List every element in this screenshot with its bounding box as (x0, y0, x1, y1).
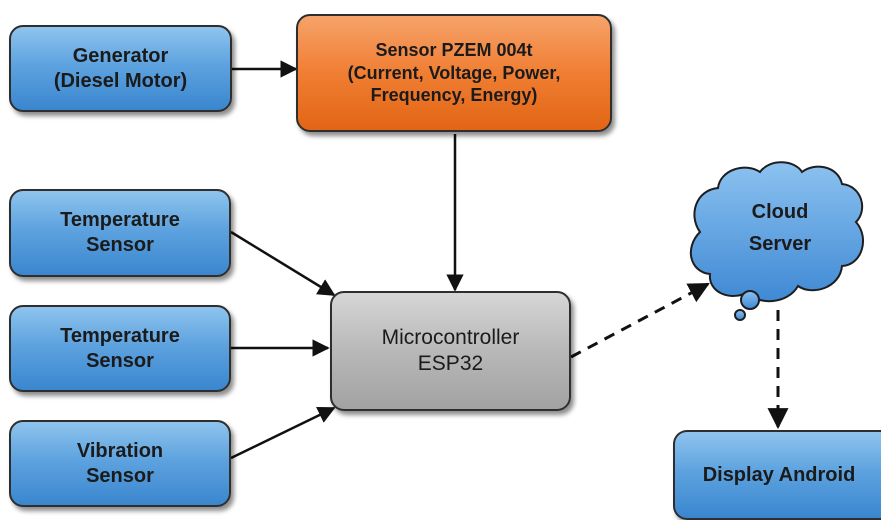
arrow-temp1-to-mcu (230, 230, 336, 297)
pzem-label-line1: Sensor PZEM 004t (375, 40, 533, 61)
microcontroller-box: Microcontroller ESP32 (330, 291, 571, 411)
cloud-icon (690, 161, 865, 321)
arrow-vibration-to-mcu (230, 406, 336, 460)
temp1-label-line2: Sensor (86, 234, 154, 256)
generator-label-line2: (Diesel Motor) (53, 69, 188, 92)
cloud-label-line1: Cloud (751, 201, 809, 223)
arrow-mcu-to-cloud (570, 282, 710, 359)
vibration-sensor-box: Vibration Sensor (9, 420, 231, 507)
mcu-label-line1: Microcontroller (381, 325, 520, 349)
temp2-label-line1: Temperature (60, 324, 180, 347)
vibration-label-line1: Vibration (76, 439, 164, 462)
temperature-sensor-1-box: Temperature Sensor (9, 189, 231, 277)
display-label: Display Android (702, 463, 856, 486)
mcu-label-line2: ESP32 (417, 352, 484, 375)
cloud-label-line2: Server (748, 233, 812, 255)
temp2-label-line2: Sensor (86, 349, 154, 372)
temperature-sensor-2-box: Temperature Sensor (9, 305, 231, 392)
display-android-box: Display Android (673, 430, 881, 520)
pzem-label-line3: Frequency, Energy) (370, 85, 538, 106)
pzem-sensor-box: Sensor PZEM 004t (Current, Voltage, Powe… (296, 14, 612, 132)
pzem-label-line2: (Current, Voltage, Power, (347, 62, 561, 83)
cloud-server-label: Cloud Server (715, 196, 845, 260)
generator-box: Generator (Diesel Motor) (9, 25, 232, 112)
vibration-label-line2: Sensor (86, 464, 154, 487)
generator-label-line1: Generator (72, 44, 169, 67)
temp1-label-line1: Temperature (60, 209, 180, 231)
